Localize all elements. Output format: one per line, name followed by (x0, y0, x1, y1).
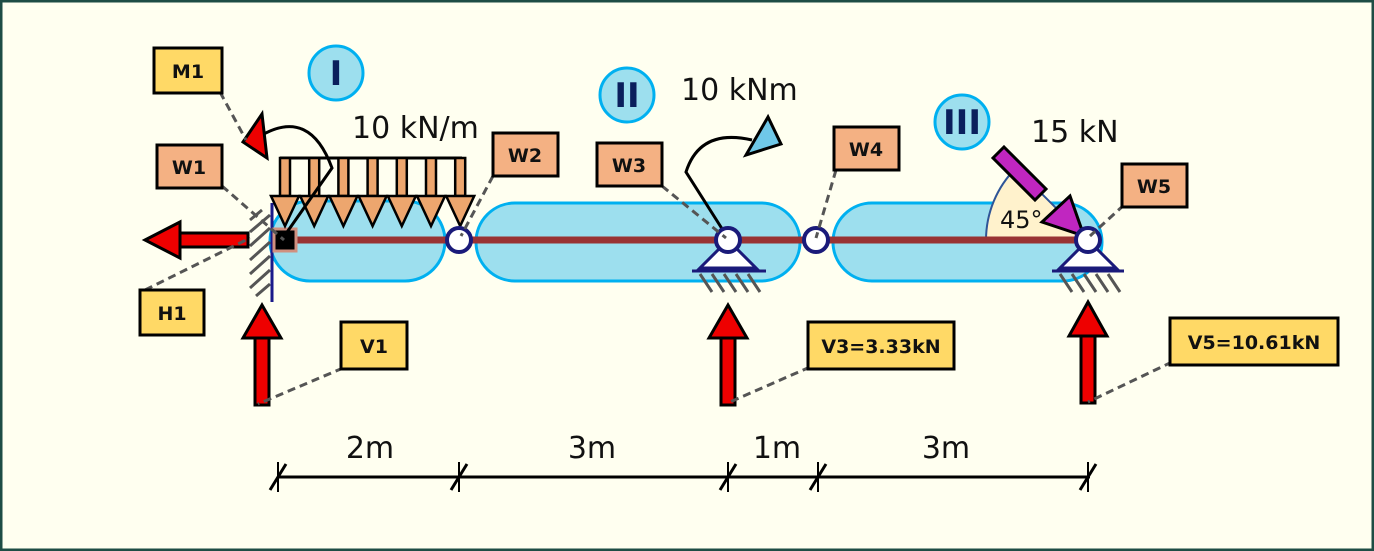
hinge-W3 (714, 226, 742, 254)
reaction-V3-arrow (706, 301, 750, 407)
hinge-W4 (802, 226, 830, 254)
moment-M1-arc (261, 125, 334, 236)
segment-III-marker: III (933, 93, 991, 151)
fixed-node (272, 227, 298, 253)
hinge-W2 (445, 226, 473, 254)
label-H1: H1 (138, 288, 206, 337)
segment-I-label: I (330, 54, 343, 94)
label-V1: V1 (339, 320, 409, 371)
svg-text:V1: V1 (360, 336, 388, 358)
applied-moment-arc (684, 135, 753, 236)
label-M1: M1 (152, 46, 224, 95)
hinge-W5 (1074, 226, 1102, 254)
label-V5: V5=10.61kN (1168, 316, 1340, 367)
reaction-V1-arrow (240, 301, 284, 407)
svg-text:W4: W4 (849, 139, 883, 161)
dimension-1: 2m (346, 431, 394, 466)
svg-text:H1: H1 (157, 303, 186, 325)
svg-text:W3: W3 (612, 155, 646, 177)
dimension-line (268, 462, 1098, 492)
label-W3: W3 (595, 141, 664, 188)
svg-text:V3=3.33kN: V3=3.33kN (821, 336, 940, 358)
svg-text:W5: W5 (1137, 176, 1171, 198)
fixed-support (248, 203, 274, 302)
leader-lines (144, 91, 1173, 406)
distributed-load-arrow (356, 156, 389, 229)
dimension-4: 3m (922, 431, 970, 466)
label-W5: W5 (1120, 162, 1189, 209)
svg-text:W2: W2 (508, 145, 542, 167)
distributed-load (269, 156, 477, 229)
segment-I-marker: I (307, 44, 365, 102)
segment-II-label: II (614, 76, 639, 116)
distributed-load-label: 10 kN/m (352, 111, 479, 146)
applied-moment-label: 10 kNm (681, 73, 798, 108)
reaction-H1-arrow (141, 219, 250, 261)
segment-III-label: III (943, 103, 981, 143)
dimension-2: 3m (568, 431, 616, 466)
label-W2: W2 (491, 131, 560, 178)
distributed-load-arrow (269, 156, 301, 229)
point-load-arrow (990, 144, 1087, 239)
svg-text:V5=10.61kN: V5=10.61kN (1188, 332, 1320, 354)
svg-text:M1: M1 (172, 61, 204, 83)
dimension-3: 1m (753, 431, 801, 466)
angle-label: 45° (1000, 206, 1043, 234)
distributed-load-arrow (415, 156, 447, 229)
svg-text:W1: W1 (172, 157, 206, 179)
distributed-load-arrow (327, 156, 360, 229)
distributed-load-arrow (385, 156, 418, 229)
label-V3: V3=3.33kN (806, 320, 956, 371)
reaction-V5-arrow (1066, 298, 1110, 405)
moment-M1-arrowhead (240, 109, 269, 162)
label-W1: W1 (155, 143, 224, 190)
applied-moment-arrowhead (742, 113, 784, 158)
label-W4: W4 (832, 125, 901, 172)
point-load-label: 15 kN (1031, 115, 1119, 150)
segment-II-marker: II (598, 66, 656, 124)
distributed-load-arrow (444, 156, 477, 229)
